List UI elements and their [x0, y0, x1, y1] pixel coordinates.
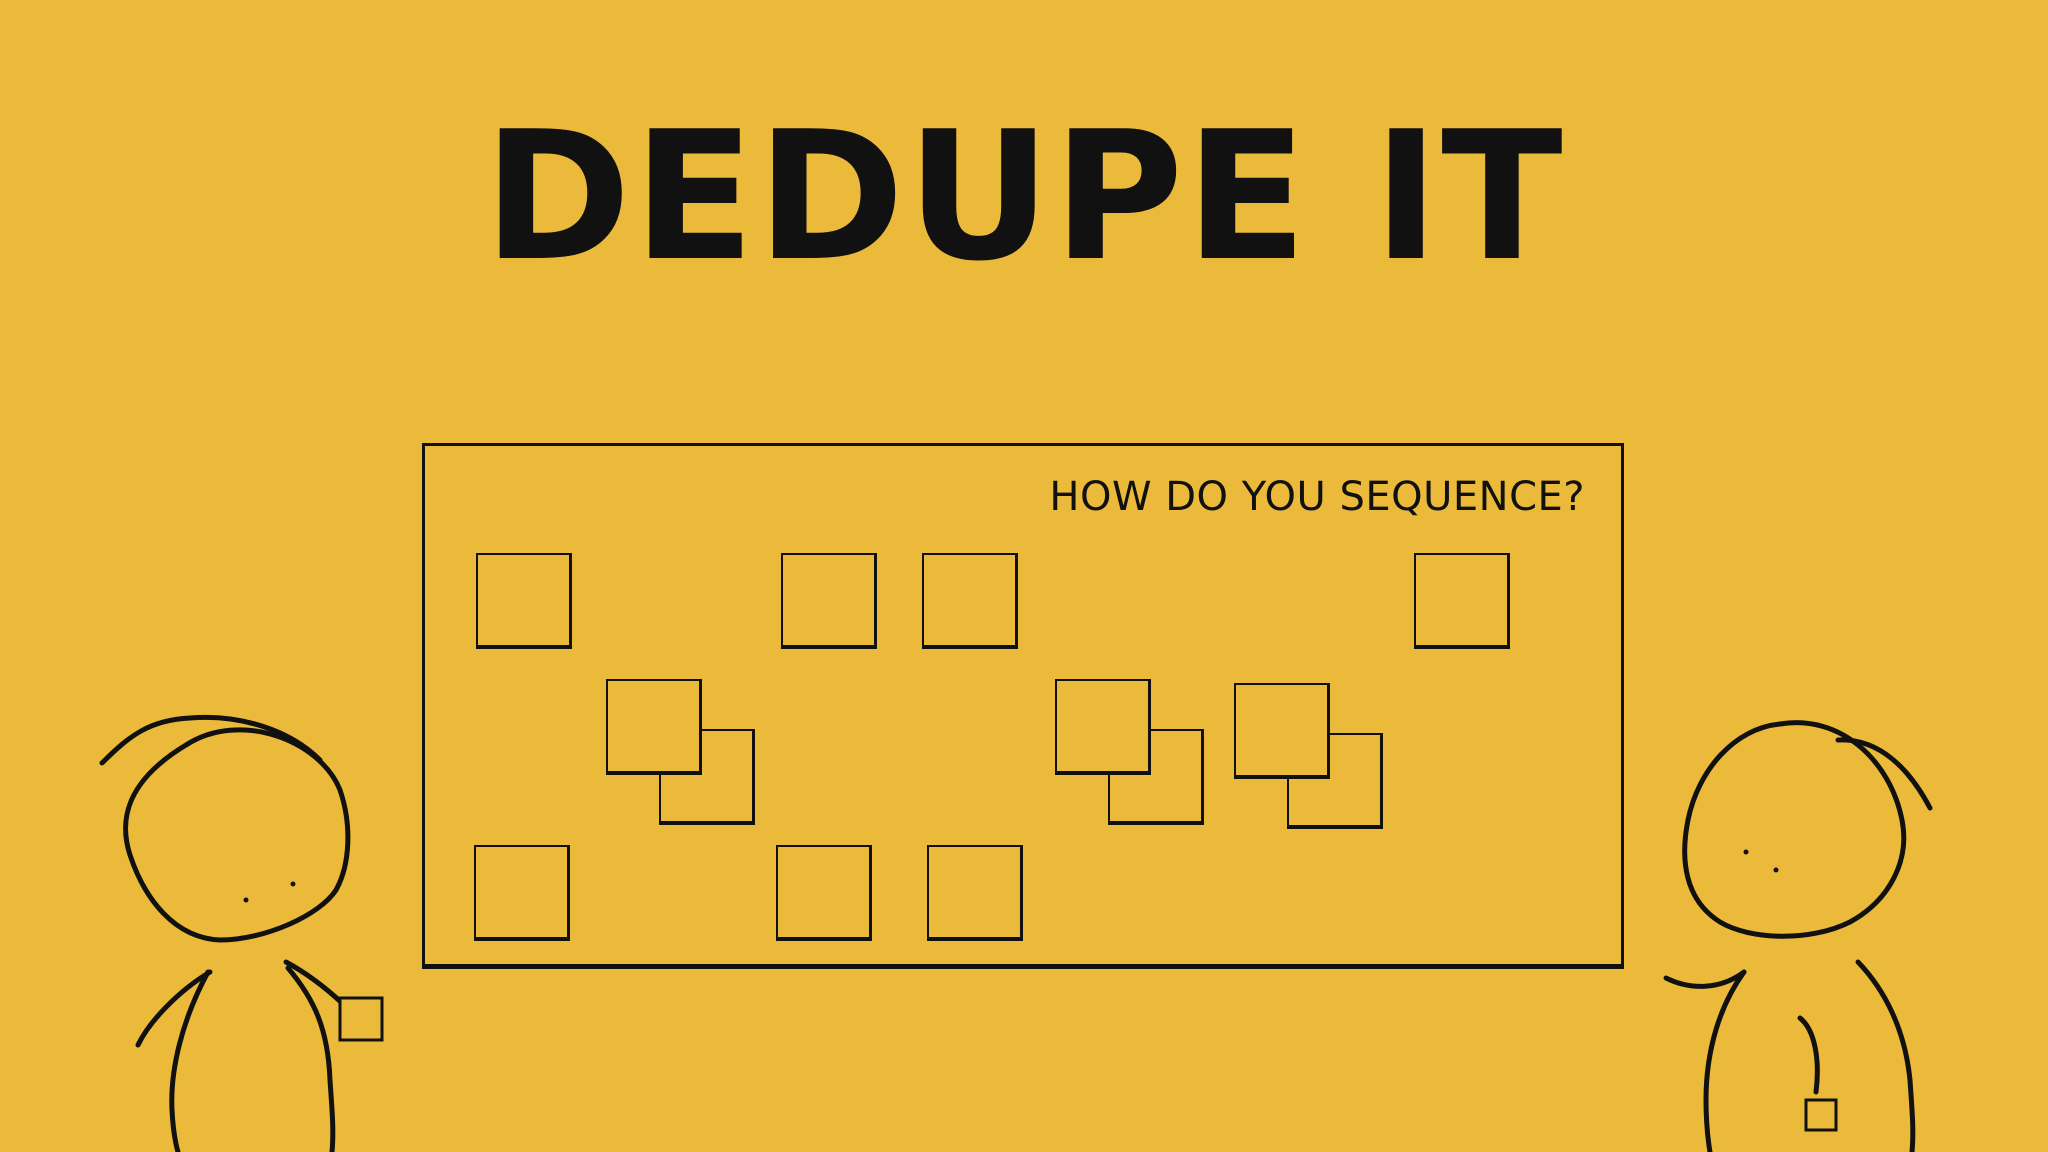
sticky-note	[474, 845, 570, 941]
right-person-head	[1682, 720, 1907, 939]
sticky-note	[781, 553, 877, 649]
sticky-note	[1234, 683, 1330, 779]
right-person-sticky-note	[1804, 1098, 1838, 1132]
left-person-sticky-note	[338, 996, 384, 1042]
whiteboard: HOW DO YOU SEQUENCE?	[422, 443, 1624, 969]
left-person-illustration	[99, 714, 384, 1152]
right-person-illustration	[1663, 720, 1933, 1152]
sticky-note	[1414, 553, 1510, 649]
sticky-note	[927, 845, 1023, 941]
sticky-note	[606, 679, 702, 775]
sticky-note	[922, 553, 1018, 649]
sticky-note	[1055, 679, 1151, 775]
board-question: HOW DO YOU SEQUENCE?	[1049, 474, 1585, 520]
sticky-note	[776, 845, 872, 941]
left-person-head	[123, 727, 351, 943]
page-title: DEDUPE IT	[483, 93, 1565, 300]
sticky-note	[476, 553, 572, 649]
